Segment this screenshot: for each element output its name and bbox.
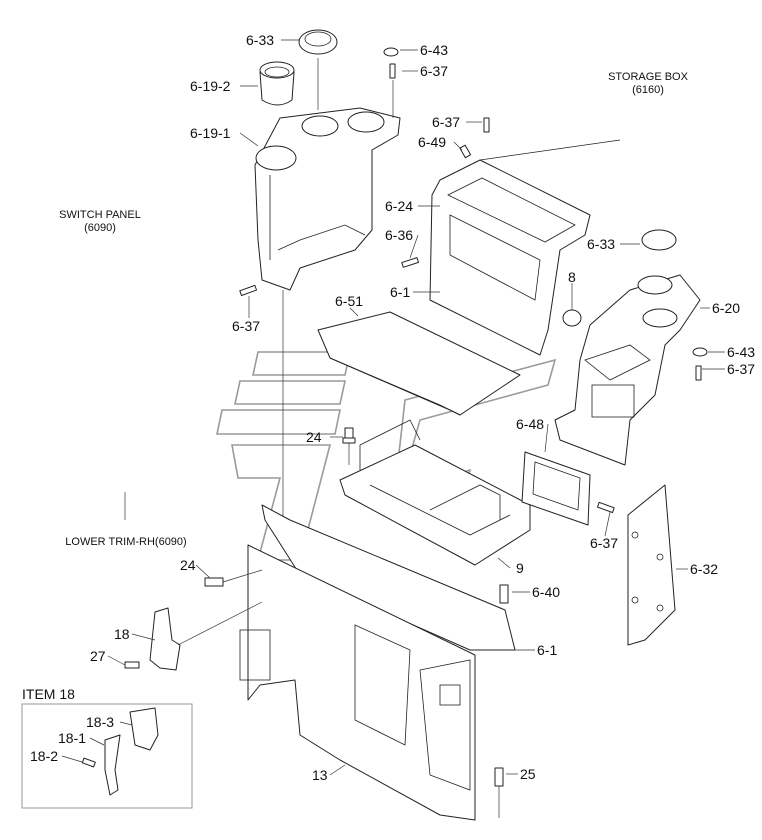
label-6-1-lower: 6-1 [537,642,557,658]
label-6-51: 6-51 [335,293,363,309]
label-6-36: 6-36 [385,227,413,243]
label-27: 27 [90,648,106,664]
label-24-upper: 24 [306,429,322,445]
clamp-8 [562,283,582,327]
label-6-1-upper: 6-1 [390,284,410,300]
label-6-43-right: 6-43 [727,344,755,360]
label-6-49: 6-49 [418,134,446,150]
label-6-19-1: 6-19-1 [190,125,231,141]
lever-18 [124,601,263,671]
note-storage-box-code: (6160) [632,84,664,96]
right-cup-holder [554,229,708,466]
label-6-48: 6-48 [516,416,544,432]
fasteners-top [239,47,490,297]
storage-box [429,139,621,356]
cover-plate [317,311,521,416]
note-switch-panel-code: (6090) [84,222,116,234]
label-6-37-right: 6-37 [727,361,755,377]
label-6-43-top: 6-43 [420,42,448,58]
label-6-37-top: 6-37 [420,63,448,79]
label-6-37-a: 6-37 [432,114,460,130]
label-9: 9 [516,560,524,576]
label-18-3: 18-3 [86,714,114,730]
label-8: 8 [568,269,576,285]
cup-holder-insert [259,61,295,106]
bracket-frame [339,419,531,566]
label-6-37-low: 6-37 [590,535,618,551]
lower-trim-panel [239,544,476,821]
label-6-40: 6-40 [532,584,560,600]
cap-top [298,29,338,110]
label-24-lower: 24 [180,557,196,573]
label-6-20: 6-20 [712,300,740,316]
section-notes: STORAGE BOX (6160) SWITCH PANEL (6090) L… [22,71,689,702]
label-6-32: 6-32 [690,561,718,577]
bolts-lower [494,584,509,818]
label-6-33-top: 6-33 [246,32,274,48]
switch-panel-body [254,107,401,291]
note-storage-box: STORAGE BOX [608,71,689,83]
label-6-24: 6-24 [385,198,413,214]
note-item-18-title: ITEM 18 [22,686,75,702]
item-18-inset [21,703,193,809]
label-18: 18 [114,626,130,642]
label-18-2: 18-2 [30,748,58,764]
note-switch-panel: SWITCH PANEL [59,209,141,221]
leader-lines [61,39,725,776]
label-6-37-left: 6-37 [232,318,260,334]
note-lower-trim: LOWER TRIM-RH(6090) [65,536,186,548]
bolt-24-lower [204,569,263,587]
bolt-24-upper [342,427,356,465]
label-13: 13 [312,767,328,783]
label-18-1: 18-1 [58,730,86,746]
label-25: 25 [520,766,536,782]
lower-panel [261,504,516,651]
callout-labels: 6-33 6-43 6-37 6-19-2 6-19-1 6-37 6-49 6… [30,32,755,783]
ashtray [521,451,591,526]
side-bracket [596,484,676,646]
label-6-33-right: 6-33 [587,236,615,252]
label-6-19-2: 6-19-2 [190,78,231,94]
